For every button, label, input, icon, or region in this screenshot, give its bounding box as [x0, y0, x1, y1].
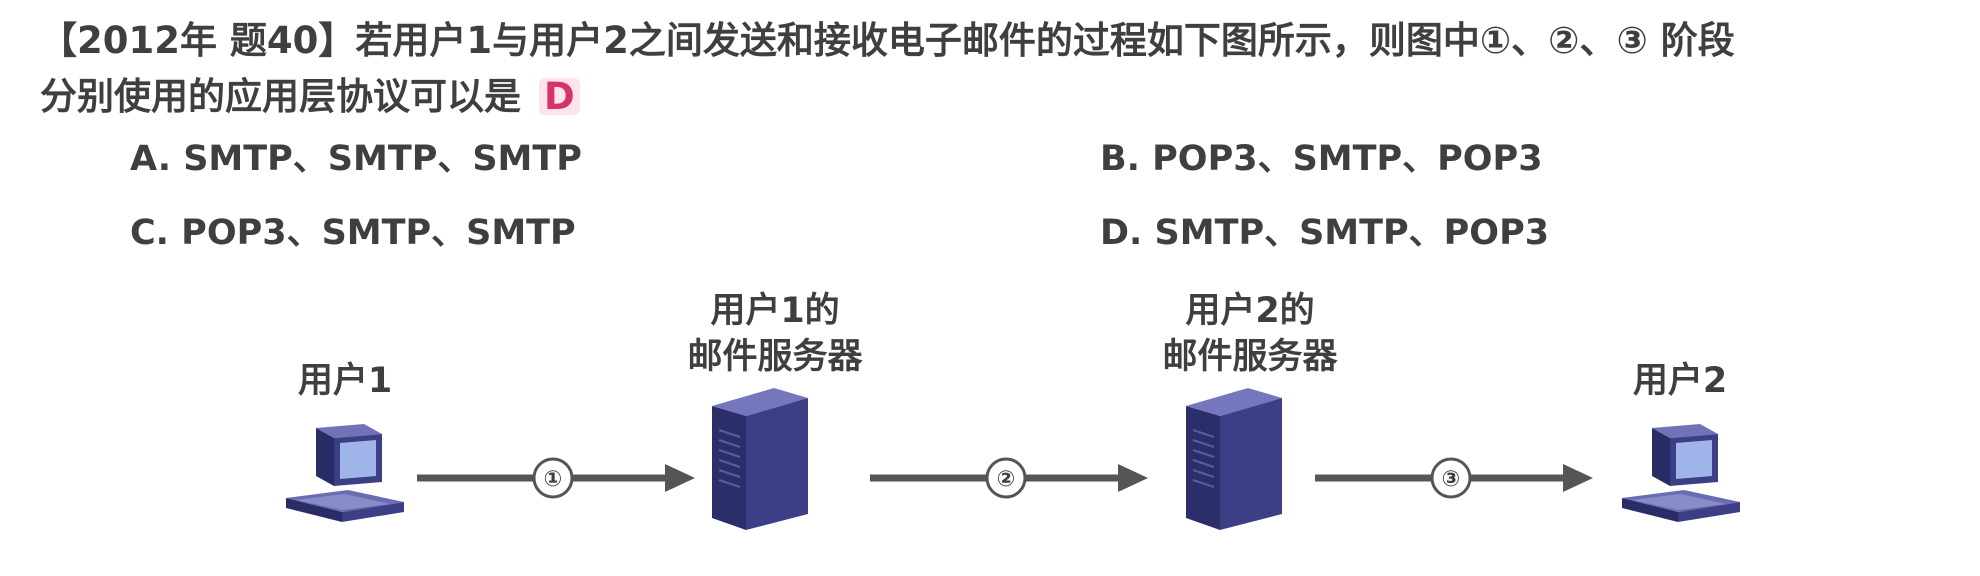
question-text: 分别使用的应用层协议可以是 [40, 75, 521, 118]
question-line-2: 分别使用的应用层协议可以是 D [40, 78, 580, 115]
step-1-label: ① [544, 467, 563, 492]
arrow-step-1: ① [417, 457, 695, 499]
user1-label: 用户1 [297, 361, 393, 401]
server2-label: 用户2的 邮件服务器 [1135, 288, 1365, 380]
computer-icon [1622, 424, 1740, 522]
computer-icon [286, 424, 404, 522]
server1-label-line1: 用户1的 [710, 291, 840, 331]
question-line-1: 【2012年 题40】若用户1与用户2之间发送和接收电子邮件的过程如下图所示，则… [40, 19, 1735, 62]
server2-label-line2: 邮件服务器 [1162, 337, 1338, 377]
option-c: C. POP3、SMTP、SMTP [130, 213, 576, 253]
user2-label: 用户2 [1632, 361, 1728, 401]
server1-label-line2: 邮件服务器 [687, 337, 863, 377]
step-3-label: ③ [1442, 467, 1461, 492]
server-icon [712, 388, 808, 530]
step-2-label: ② [997, 467, 1016, 492]
option-d: D. SMTP、SMTP、POP3 [1100, 213, 1550, 253]
option-b: B. POP3、SMTP、POP3 [1100, 139, 1543, 179]
server2-label-line1: 用户2的 [1185, 291, 1315, 331]
option-a: A. SMTP、SMTP、SMTP [130, 139, 582, 179]
answer-mark: D [539, 78, 580, 115]
server1-label: 用户1的 邮件服务器 [660, 288, 890, 380]
arrow-step-2: ② [870, 457, 1148, 499]
arrow-step-3: ③ [1315, 457, 1593, 499]
server-icon [1186, 388, 1282, 530]
